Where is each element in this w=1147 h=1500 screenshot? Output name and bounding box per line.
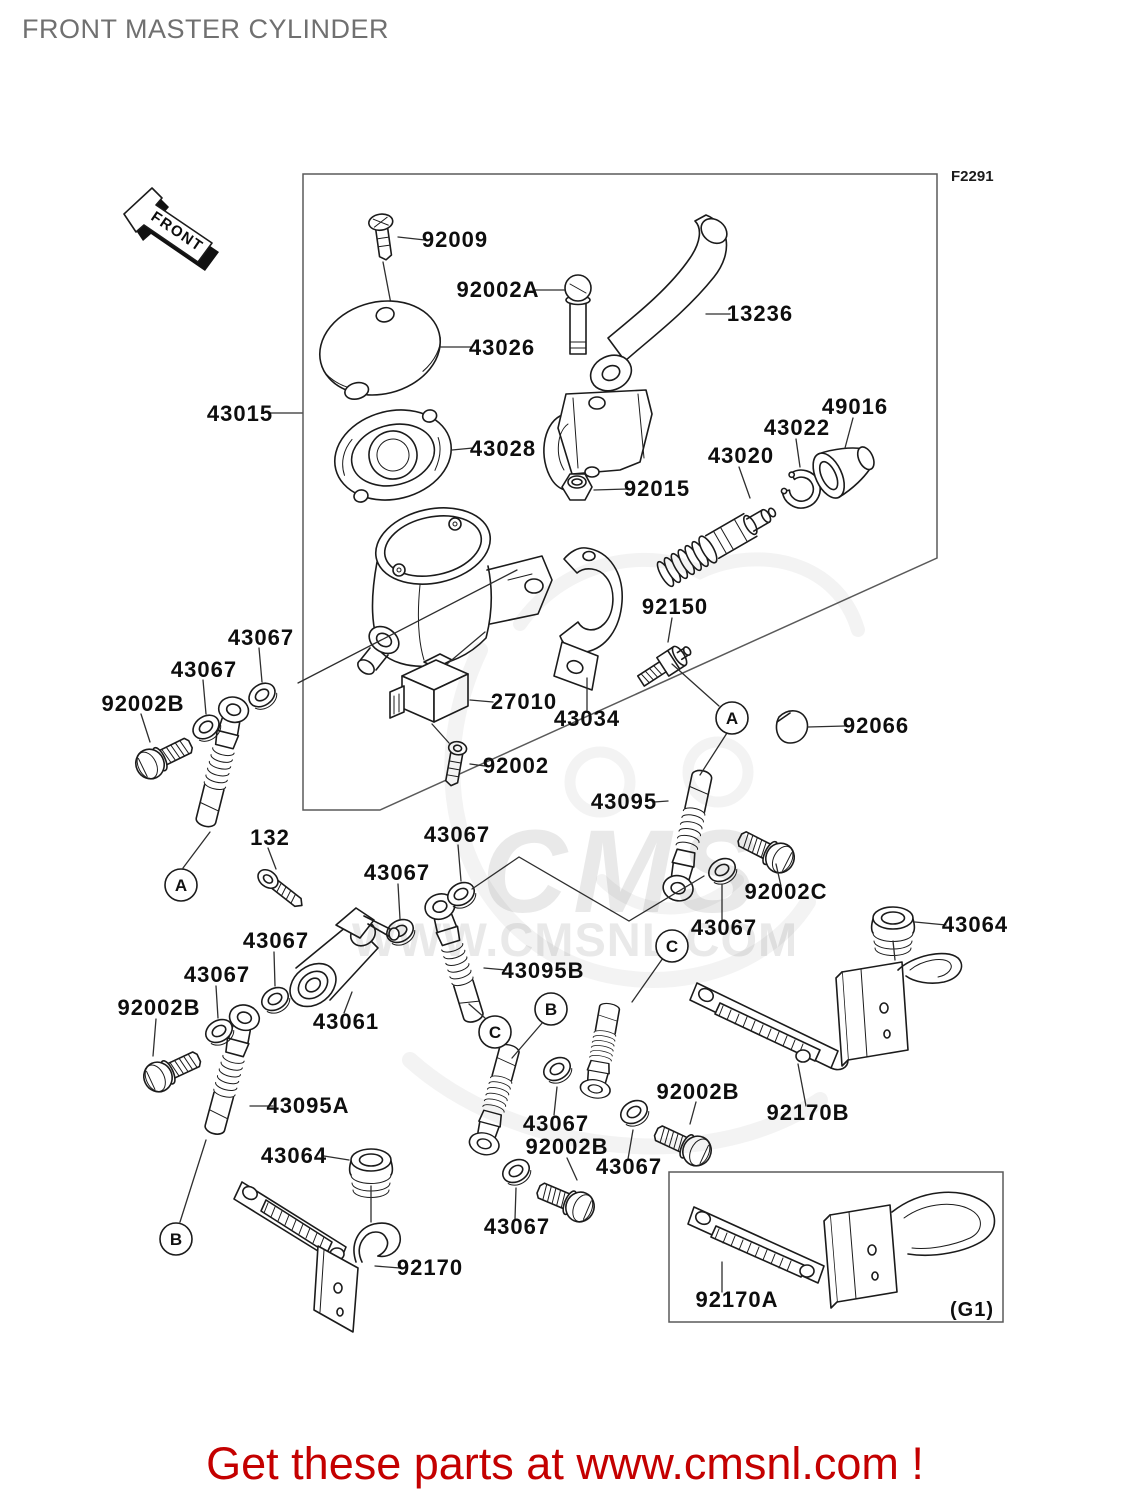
svg-text:C: C bbox=[666, 937, 678, 956]
callout-92002C: 92002C bbox=[744, 879, 827, 904]
callout-13236: 13236 bbox=[727, 301, 793, 326]
watermark-brand: CMS bbox=[482, 806, 762, 938]
callout-43064-r: 43064 bbox=[942, 912, 1008, 937]
callout-92170: 92170 bbox=[397, 1255, 463, 1280]
svg-text:A: A bbox=[726, 709, 738, 728]
callout-92002B-1: 92002B bbox=[101, 691, 184, 716]
connector-a-2: A bbox=[715, 701, 749, 735]
connector-c-1: C bbox=[655, 929, 689, 963]
part-43028-plate bbox=[333, 409, 453, 503]
leader-lines bbox=[140, 236, 947, 1293]
part-art bbox=[130, 213, 996, 1333]
svg-text:A: A bbox=[175, 876, 187, 895]
svg-text:B: B bbox=[170, 1230, 182, 1249]
callout-92002B-2: 92002B bbox=[117, 995, 200, 1020]
callout-43015: 43015 bbox=[207, 401, 273, 426]
part-43061-joint bbox=[289, 907, 400, 1008]
part-92066-cap bbox=[775, 710, 809, 744]
callout-g1: (G1) bbox=[950, 1299, 994, 1321]
part-92170-bracket bbox=[233, 1181, 401, 1333]
part-43015-master-cylinder bbox=[357, 507, 553, 675]
part-27010-switch bbox=[389, 653, 469, 723]
callout-92002: 92002 bbox=[483, 753, 549, 778]
callout-43061: 43061 bbox=[313, 1009, 379, 1034]
callout-43095: 43095 bbox=[591, 789, 657, 814]
callout-92150: 92150 bbox=[642, 594, 708, 619]
connector-b-2: B bbox=[159, 1222, 193, 1256]
callout-132: 132 bbox=[250, 825, 290, 850]
callout-43067-9: 43067 bbox=[596, 1154, 662, 1179]
part-132-screw bbox=[257, 868, 303, 908]
callout-43020: 43020 bbox=[708, 443, 774, 468]
part-92015-nut bbox=[561, 473, 593, 501]
callout-27010: 27010 bbox=[491, 689, 557, 714]
part-43034-clamp bbox=[553, 547, 623, 691]
figure-code: F2291 bbox=[951, 168, 994, 185]
part-43022-circlip bbox=[780, 469, 821, 509]
callout-43067-5: 43067 bbox=[691, 915, 757, 940]
callout-43095B: 43095B bbox=[501, 958, 584, 983]
callout-43026: 43026 bbox=[469, 335, 535, 360]
callout-43067-1: 43067 bbox=[228, 625, 294, 650]
watermark-url: WWW.CMSNL.COM bbox=[352, 913, 798, 966]
callout-43067-6: 43067 bbox=[243, 928, 309, 953]
callout-92002B-4: 92002B bbox=[656, 1079, 739, 1104]
connector-c-2: C bbox=[478, 1015, 512, 1049]
front-arrow: FRONT bbox=[123, 187, 219, 271]
part-92002-screw bbox=[444, 740, 468, 787]
inset-box-g1 bbox=[668, 1171, 1004, 1323]
callout-92170B: 92170B bbox=[766, 1100, 849, 1125]
watermark: CMS WWW.CMSNL.COM bbox=[352, 552, 865, 1155]
svg-text:C: C bbox=[489, 1023, 501, 1042]
assembly-lines bbox=[179, 569, 896, 1223]
callout-43067-2: 43067 bbox=[171, 657, 237, 682]
callout-92015: 92015 bbox=[624, 476, 690, 501]
callout-labels: 92009 92002A 43026 13236 43015 43028 920… bbox=[101, 227, 1008, 1321]
page-title: FRONT MASTER CYLINDER bbox=[22, 14, 389, 44]
connector-symbols: A A B B C C bbox=[159, 701, 749, 1256]
callout-92170A: 92170A bbox=[695, 1287, 778, 1312]
callout-92002B-3: 92002B bbox=[525, 1134, 608, 1159]
callout-43034: 43034 bbox=[554, 706, 620, 731]
part-13236-lever bbox=[543, 214, 728, 492]
callout-43067-8: 43067 bbox=[523, 1111, 589, 1136]
callout-43064-l: 43064 bbox=[261, 1143, 327, 1168]
part-92170A-bracket bbox=[687, 1191, 996, 1309]
callout-43067-3: 43067 bbox=[424, 822, 490, 847]
callout-43067-4: 43067 bbox=[364, 860, 430, 885]
part-43026-cap bbox=[318, 300, 442, 401]
callout-92066: 92066 bbox=[843, 713, 909, 738]
part-92170B-bracket bbox=[689, 952, 963, 1071]
connector-a-1: A bbox=[164, 868, 198, 902]
callout-49016: 49016 bbox=[822, 394, 888, 419]
part-43020-piston bbox=[656, 507, 777, 588]
callout-92009: 92009 bbox=[422, 227, 488, 252]
callout-43067-10: 43067 bbox=[484, 1214, 550, 1239]
connector-b-1: B bbox=[534, 992, 568, 1026]
assembly-frame bbox=[302, 173, 1004, 1323]
callout-43022: 43022 bbox=[764, 415, 830, 440]
callout-43028: 43028 bbox=[470, 436, 536, 461]
part-92009-screw bbox=[368, 213, 394, 261]
callout-43095A: 43095A bbox=[266, 1093, 349, 1118]
callout-43067-7: 43067 bbox=[184, 962, 250, 987]
part-92150-bolt bbox=[636, 645, 692, 687]
footer-banner: Get these parts at www.cmsnl.com ! bbox=[206, 1438, 924, 1489]
part-49016-boot bbox=[812, 446, 875, 499]
callout-92002A: 92002A bbox=[456, 277, 539, 302]
svg-text:B: B bbox=[545, 1000, 557, 1019]
part-92002A-pivot-bolt bbox=[564, 274, 592, 355]
